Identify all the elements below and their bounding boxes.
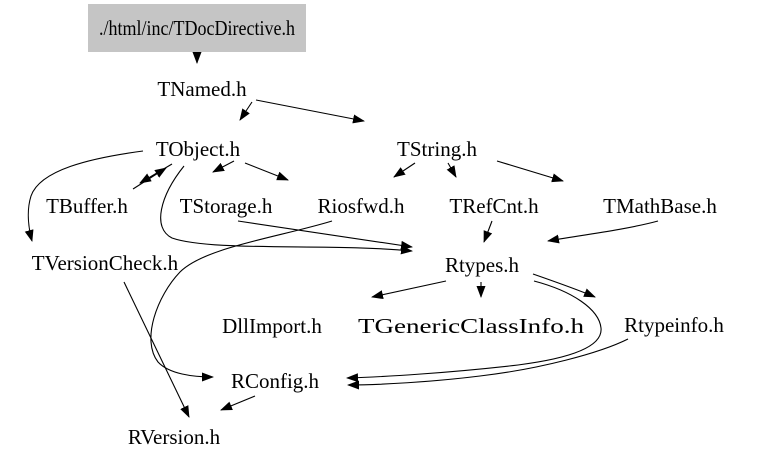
edge-rtypes-to-rtypeinfo <box>532 273 596 298</box>
edge-riosfwd-to-rconfig <box>150 220 333 382</box>
node-dllimport[interactable]: DllImport.h <box>222 314 322 338</box>
edge-tobject-to-tstorage <box>212 160 235 173</box>
node-tstorage[interactable]: TStorage.h <box>180 194 273 218</box>
edge-tnamed-to-tstring <box>255 99 365 124</box>
node-tstring[interactable]: TString.h <box>397 137 477 161</box>
node-rversion[interactable]: RVersion.h <box>128 425 221 449</box>
edge-tstring-to-tmathbase <box>496 160 564 183</box>
node-tmathbase[interactable]: TMathBase.h <box>603 194 717 218</box>
node-tnamed[interactable]: TNamed.h <box>157 77 247 101</box>
edge-rtypeinfo-to-rconfig <box>347 338 629 390</box>
edge-tstring-to-trefcnt <box>446 162 457 178</box>
edge-rconfig-to-rversion <box>220 395 256 411</box>
edge-tmathbase-to-rtypes <box>547 220 659 244</box>
edge-tobject-to-tbuffer <box>139 163 173 184</box>
edge-tstorage-to-rtypes <box>237 220 413 250</box>
node-rconfig[interactable]: RConfig.h <box>231 369 320 393</box>
node-riosfwd[interactable]: Riosfwd.h <box>318 194 405 218</box>
edge-rtypes-to-dllimport <box>371 280 447 300</box>
node-trefcnt[interactable]: TRefCnt.h <box>449 194 539 218</box>
root-node-box[interactable] <box>88 4 306 52</box>
edge-tbuffer-to-tobject <box>132 167 167 190</box>
edge-tnamed-to-tobject <box>239 101 253 121</box>
node-tdocdirective[interactable]: ./html/inc/TDocDirective.h <box>99 16 295 40</box>
edge-tstring-to-riosfwd <box>393 162 416 178</box>
node-rtypeinfo[interactable]: Rtypeinfo.h <box>624 313 724 337</box>
edge-rtypes-to-rconfig <box>346 280 602 383</box>
node-tbuffer[interactable]: TBuffer.h <box>46 194 128 218</box>
edge-tobject-to-rtypes <box>160 165 413 255</box>
node-tversioncheck[interactable]: TVersionCheck.h <box>32 251 179 275</box>
edge-trefcnt-to-rtypes <box>483 220 493 243</box>
edge-tobject-to-riosfwd <box>244 162 289 181</box>
edge-tversioncheck-to-rversion <box>123 281 190 418</box>
node-tobject[interactable]: TObject.h <box>156 137 241 161</box>
node-rtypes[interactable]: Rtypes.h <box>445 253 520 277</box>
edge-tobject-to-tversioncheck <box>24 150 144 242</box>
node-tgenericclassinfo[interactable]: TGenericClassInfo.h <box>358 314 585 338</box>
